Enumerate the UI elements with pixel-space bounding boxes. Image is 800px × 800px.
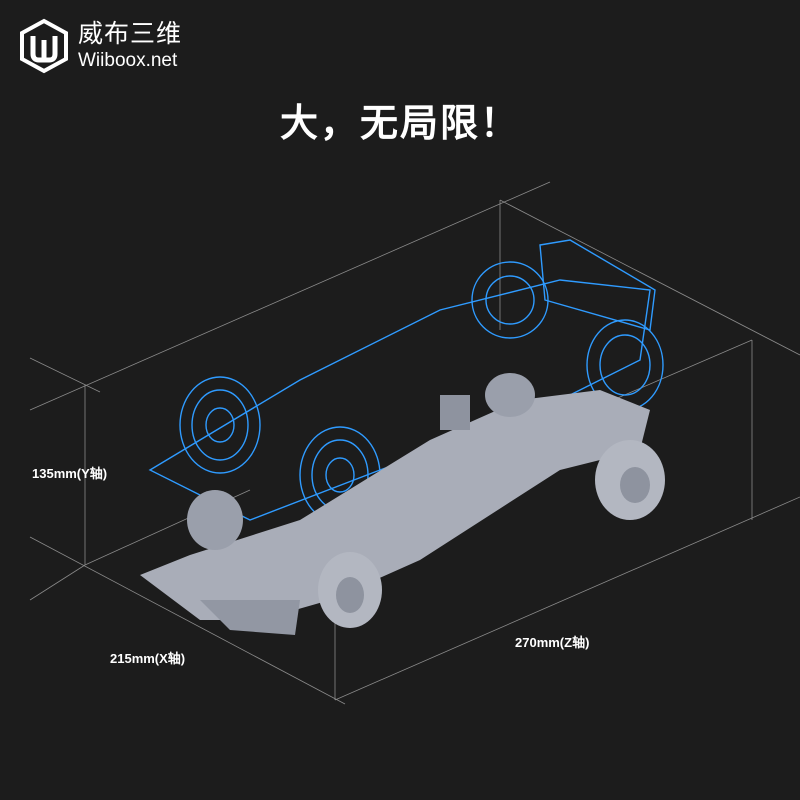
y-axis-dimension-label: 135mm(Y轴) — [32, 466, 108, 481]
headline: 大，无局限！ — [279, 103, 520, 145]
brand-name-en: Wiiboox.net — [78, 50, 178, 71]
wireframe-car — [148, 239, 664, 524]
bounding-box — [29, 181, 800, 705]
brand-name-cn: 威布三维 — [78, 20, 183, 48]
solid-car-model — [140, 373, 665, 635]
wiiboox-logo-icon — [20, 18, 68, 74]
x-axis-dimension-label: 215mm(X轴) — [110, 651, 186, 666]
z-axis-dimension-label: 270mm(Z轴) — [515, 635, 590, 650]
brand-logo: 威布三维 Wiiboox.net — [18, 18, 182, 74]
